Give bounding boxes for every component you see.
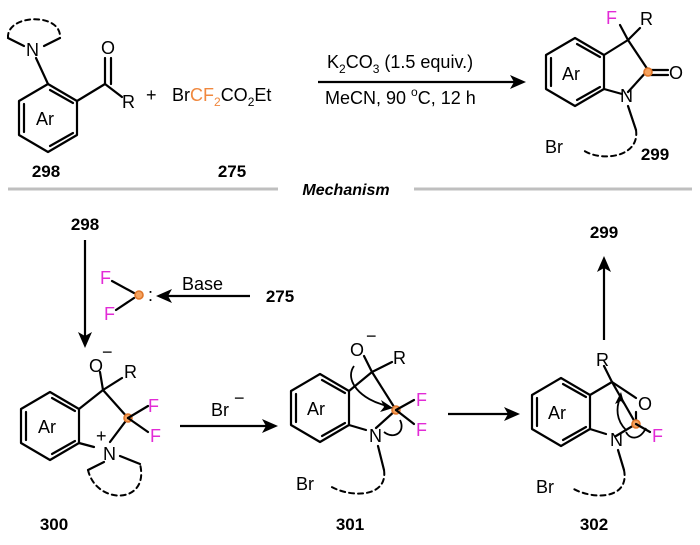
compound-299-structure: Ar F R O N Br (544, 8, 683, 158)
fluorine-atom: F (606, 8, 617, 28)
compound-298-label: 298 (32, 162, 60, 181)
ring-label: Ar (307, 399, 325, 419)
difluorocarbene: F F : (100, 268, 153, 324)
intermediate-300-structure: Ar O − R F F + N (19, 342, 161, 497)
compound-275-label: 275 (218, 162, 246, 181)
fluorine-atom: F (150, 426, 161, 446)
bromine-atom: Br (296, 474, 314, 494)
intermediate-301-structure: Ar O − R F F N Br (289, 326, 427, 495)
r-group: R (596, 350, 609, 370)
plus-charge: + (96, 426, 107, 446)
mech-302-label: 302 (580, 515, 608, 534)
minus-charge: − (234, 388, 245, 408)
r-group: R (640, 9, 653, 29)
minus-charge: − (102, 342, 113, 362)
oxygen-atom: O (350, 340, 364, 360)
nitrogen-atom: N (369, 426, 382, 446)
nitrogen-atom: N (620, 86, 633, 106)
intermediate-302-structure: Ar O R F N Br (530, 350, 663, 497)
compound-298-structure: Ar N O R (6, 18, 135, 154)
carbene-lone-pair: : (148, 285, 153, 305)
plus-sign: + (146, 85, 157, 105)
fluorine-atom: F (416, 390, 427, 410)
oxygen-atom: O (638, 394, 652, 414)
fluorine-atom: F (104, 304, 115, 324)
mech-275-label: 275 (266, 287, 294, 306)
oxygen-atom: O (669, 63, 683, 83)
conditions-line-2: MeCN, 90 oC, 12 h (325, 85, 476, 108)
bromine-atom: Br (536, 477, 554, 497)
r-group: R (393, 348, 406, 368)
ring-label: Ar (36, 109, 54, 129)
r-group: R (124, 362, 137, 382)
oxygen-atom: O (101, 38, 115, 58)
fluorine-atom: F (148, 396, 159, 416)
compound-299-label: 299 (641, 145, 669, 164)
mech-299-label: 299 (590, 223, 618, 242)
fluorine-atom: F (652, 426, 663, 446)
base-label: Base (182, 274, 223, 294)
ring-label: Ar (38, 417, 56, 437)
nitrogen-atom: N (610, 430, 623, 450)
mech-301-label: 301 (336, 515, 364, 534)
mechanism-heading: Mechanism (302, 182, 389, 199)
curved-arrow (350, 365, 389, 407)
r-group: R (122, 92, 135, 112)
nitrogen-atom: N (26, 40, 39, 60)
fluorine-atom: F (100, 268, 111, 288)
ring-label: Ar (562, 64, 580, 84)
mech-300-label: 300 (40, 515, 68, 534)
ring-label: Ar (548, 403, 566, 423)
mech-298-label: 298 (71, 215, 99, 234)
reagent-275-formula: BrCF2CO2Et (172, 85, 271, 109)
fluorine-atom: F (416, 420, 427, 440)
nitrogen-atom: N (103, 444, 116, 464)
conditions-line-1: K2CO3 (1.5 equiv.) (327, 52, 473, 76)
bromine-atom: Br (545, 137, 563, 157)
oxygen-atom: O (89, 356, 103, 376)
minus-charge: − (366, 326, 377, 346)
bromide-label: Br (211, 400, 229, 420)
